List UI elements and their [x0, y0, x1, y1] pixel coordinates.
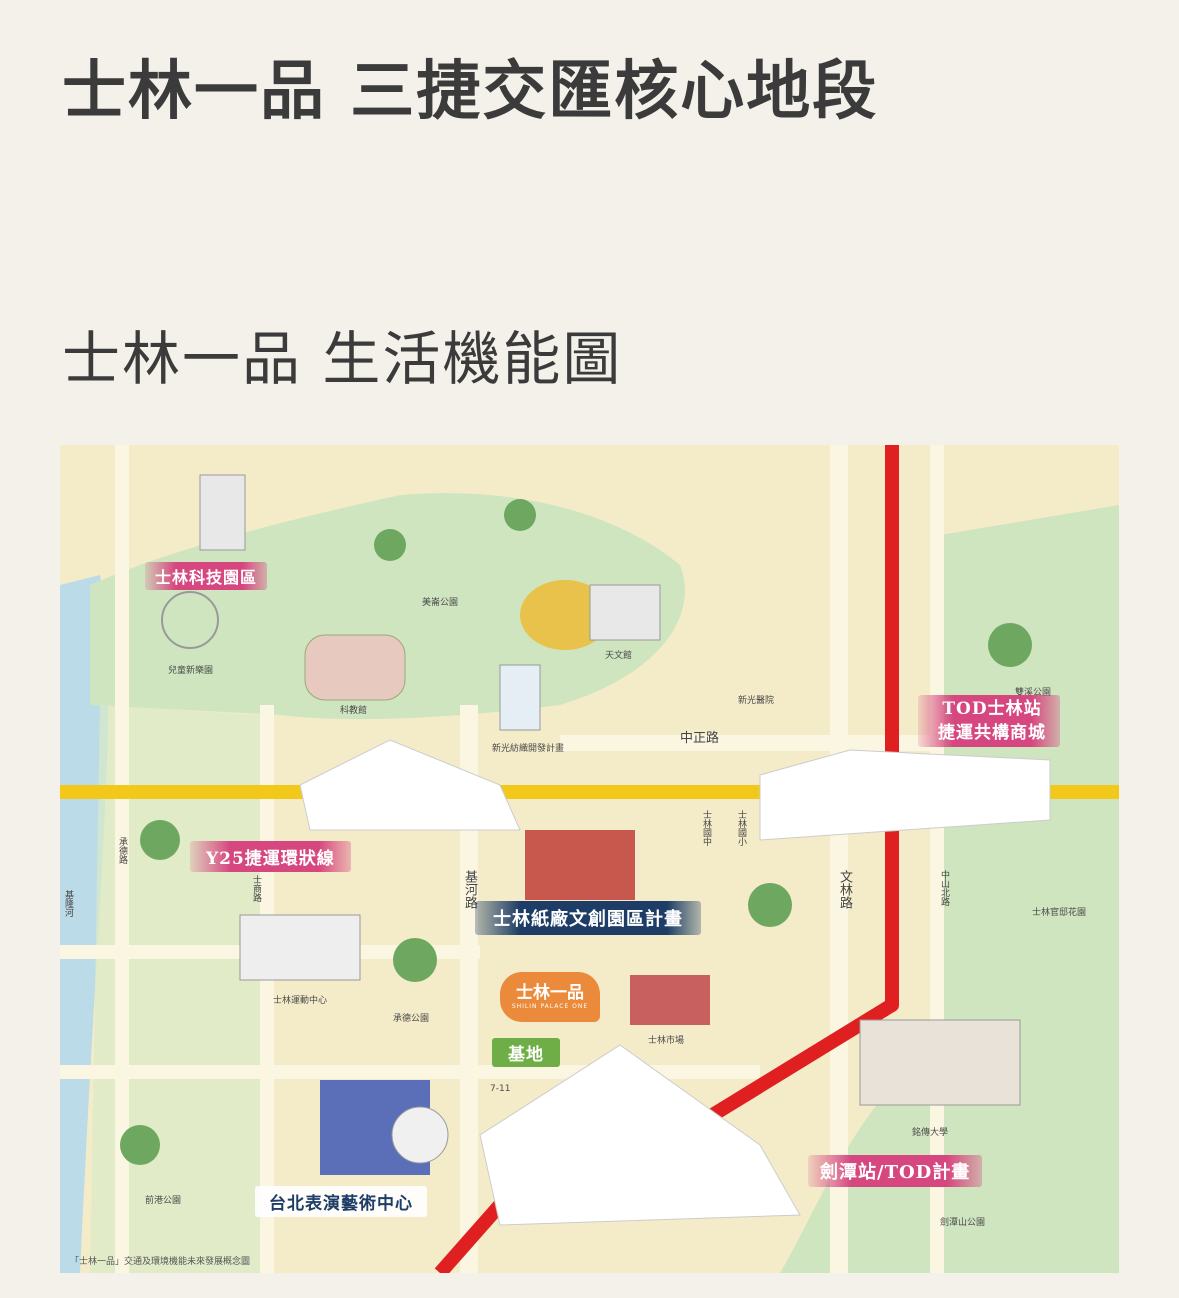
label-guandi-garden: 士林官邸花園 [1032, 908, 1087, 918]
label-seven-eleven: 7-11 [490, 1084, 511, 1094]
label-kids-park: 兒童新樂園 [168, 666, 214, 676]
banner-tod-shilin: TOD士林站 捷運共構商城 [918, 695, 1060, 747]
tree-icon [988, 623, 1032, 667]
label-jiantan-park: 劍潭山公園 [940, 1218, 986, 1228]
site-tag: 基地 [492, 1038, 560, 1067]
banner-jiantan-tod: 劍潭站/TOD計畫 [808, 1155, 983, 1187]
market-building [630, 975, 710, 1025]
label-shilin-jh: 士林國中 [701, 810, 711, 846]
tree-icon [748, 883, 792, 927]
label-jihe-road: 基河路 [462, 870, 477, 909]
tree-icon [393, 938, 437, 982]
label-shishang-road: 士商路 [251, 875, 261, 902]
page-subtitle: 士林一品 生活機能圖 [62, 325, 623, 393]
tree-icon [374, 529, 406, 561]
label-market: 士林市場 [648, 1036, 685, 1046]
map-note: 「士林一品」交通及環境機能未來發展概念圖 [70, 1257, 251, 1267]
page-title: 士林一品 三捷交匯核心地段 [62, 55, 879, 129]
sports-center [239, 914, 361, 981]
lifestyle-map: 美崙公園 天文館 兒童新樂園 科教館 新光醫院 新光紡織開發計畫 士林國中 士林… [60, 445, 1119, 1273]
label-qiangang-park: 前港公園 [145, 1196, 182, 1206]
site-name: 士林一品 [516, 983, 584, 1003]
road-jihe [460, 705, 478, 1273]
planetarium-dome [520, 580, 610, 650]
mingchuan-building [859, 1019, 1021, 1106]
label-shilin-es: 士林國小 [736, 810, 746, 846]
label-sports-center: 士林運動中心 [273, 996, 328, 1006]
river-area [60, 575, 109, 1273]
label-xinguang-hospital: 新光醫院 [738, 696, 775, 706]
banner-theater: 台北表演藝術中心 [255, 1186, 427, 1217]
label-chengde-road: 承德路 [117, 837, 127, 864]
map-base [60, 445, 1119, 1273]
banner-y25-line: Y25捷運環狀線 [190, 841, 351, 872]
label-mingchuan: 銘傳大學 [912, 1128, 949, 1138]
label-wenlin-road: 文林路 [837, 870, 852, 909]
label-xinguang-dev: 新光紡織開發計畫 [492, 744, 565, 754]
ferris-wheel [161, 591, 219, 649]
xinguang-building [499, 664, 541, 731]
label-zhongzheng-road: 中正路 [680, 731, 720, 746]
tree-icon [120, 1125, 160, 1165]
planetarium-building [589, 584, 661, 641]
road-wenlin [830, 445, 848, 1273]
science-museum [304, 634, 406, 701]
label-zhongshan-road: 中山北路 [939, 870, 949, 906]
paper-factory-building [525, 830, 635, 900]
label-meilun-park: 美崙公園 [422, 598, 459, 608]
banner-tod-shilin-line2: 捷運共構商城 [938, 723, 1046, 743]
label-keelung-river: 基隆河 [63, 890, 73, 917]
banner-paper-factory: 士林紙廠文創園區計畫 [475, 901, 701, 935]
road-zhongzheng [560, 735, 940, 751]
site-marker: 士林一品 SHILIN PALACE ONE [500, 972, 600, 1022]
tree-icon [504, 499, 536, 531]
banner-tod-shilin-line1: TOD士林站 [942, 699, 1042, 719]
keji-building [199, 474, 246, 551]
road-zhongshan [930, 445, 944, 1273]
shilin-station-sticker [759, 749, 1051, 841]
label-planetarium: 天文館 [605, 651, 633, 661]
label-chengde-park: 承德公園 [393, 1014, 430, 1024]
banner-keji-park: 士林科技園區 [145, 562, 268, 590]
tree-icon [140, 820, 180, 860]
label-shuangxi-park: 雙溪公園 [1015, 688, 1052, 698]
site-name-en: SHILIN PALACE ONE [511, 1003, 589, 1010]
label-science-museum: 科教館 [340, 706, 368, 716]
jiantan-station-sticker [479, 1044, 801, 1226]
theater-sphere [391, 1106, 449, 1164]
y25-train [299, 739, 521, 831]
